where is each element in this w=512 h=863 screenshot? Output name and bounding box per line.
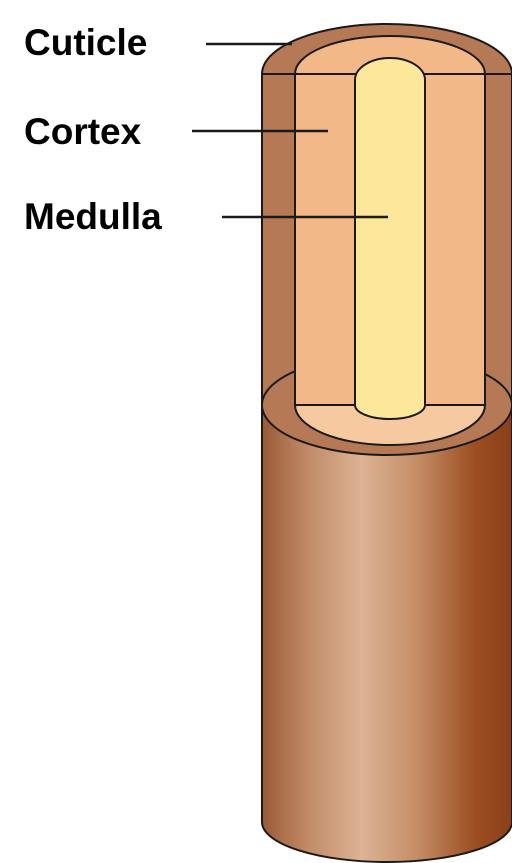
medulla-core — [355, 58, 425, 419]
cortex-label: Cortex — [24, 113, 141, 150]
cuticle-label: Cuticle — [24, 24, 147, 61]
hair-shaft-lower — [262, 405, 512, 862]
medulla-label: Medulla — [24, 198, 162, 235]
